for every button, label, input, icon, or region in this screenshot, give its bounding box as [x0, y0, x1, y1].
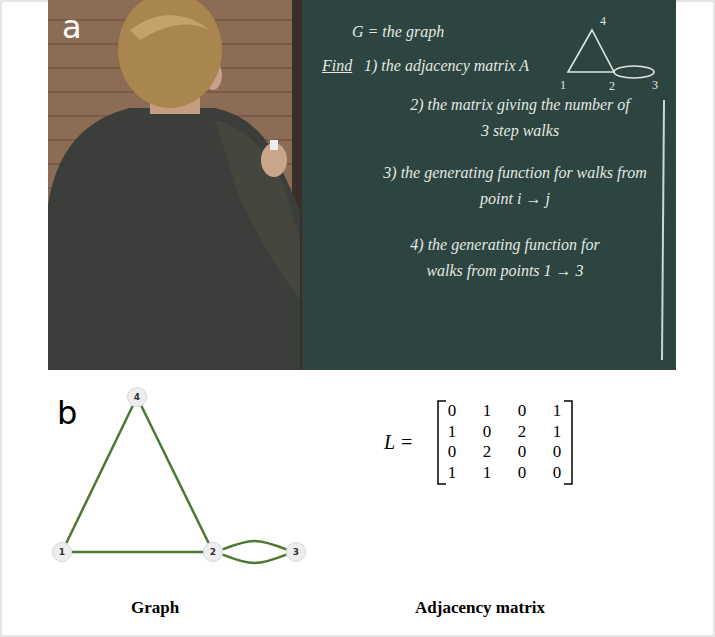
matrix-cell: 0 [546, 463, 568, 483]
graph-vertex: 4 [127, 387, 147, 407]
chalk-text: 1) the adjacency matrix A [364, 56, 529, 75]
vertex-number: 4 [134, 392, 140, 402]
board-vertex-number: 2 [609, 79, 615, 93]
matrix-cell: 1 [441, 422, 463, 442]
matrix-cell: 0 [511, 442, 533, 462]
matrix-cell: 2 [511, 422, 533, 442]
matrix-cell: 1 [441, 463, 463, 483]
jacket [48, 108, 300, 370]
board-vertex-number: 3 [652, 78, 658, 92]
graph-edge [72, 551, 203, 554]
chalk-graph [568, 30, 654, 78]
chalk-text: 3) the generating function for walks fro… [380, 160, 650, 211]
matrix-cell: 0 [546, 442, 568, 462]
hair-highlight [130, 15, 210, 40]
matrix-bracket [438, 401, 446, 484]
matrix-cell: 0 [441, 442, 463, 462]
matrix-name: L = [384, 430, 413, 454]
board-vertex-number: 1 [560, 78, 566, 92]
chalk-text: 2) the matrix giving the number of 3 ste… [405, 92, 635, 143]
vertex-number: 2 [210, 547, 216, 557]
caption: Adjacency matrix [370, 598, 590, 618]
caption: Graph [85, 598, 225, 618]
chalk-text: G = the graph [352, 22, 444, 41]
matrix-cell: 0 [441, 401, 463, 421]
arm [215, 120, 300, 300]
graph-vertex: 2 [203, 542, 223, 562]
panel-letter: b [57, 394, 77, 432]
chalk [270, 140, 278, 150]
matrix-cell: 0 [511, 401, 533, 421]
vertex-number: 3 [293, 547, 299, 557]
matrix-bracket [564, 401, 572, 484]
matrix-cell: 1 [546, 401, 568, 421]
matrix-cell: 0 [476, 422, 498, 442]
matrix-cell: 1 [476, 401, 498, 421]
panel-letter: a [62, 8, 82, 46]
chalk-text: Find [322, 56, 352, 75]
matrix-cell: 1 [546, 422, 568, 442]
vertex-number: 1 [59, 547, 65, 557]
chalk-line [662, 100, 664, 360]
graph-vertex: 1 [52, 542, 72, 562]
board-vertex-number: 4 [600, 14, 606, 28]
hair [118, 0, 222, 108]
graph-edge [223, 541, 287, 549]
graph-edge [223, 555, 287, 563]
graph-vertex: 3 [286, 542, 306, 562]
graph-edge [141, 406, 208, 543]
matrix-cell: 2 [476, 442, 498, 462]
matrix-cell: 0 [511, 463, 533, 483]
matrix-cell: 1 [476, 463, 498, 483]
chalk-text: 4) the generating function for walks fro… [403, 232, 608, 283]
